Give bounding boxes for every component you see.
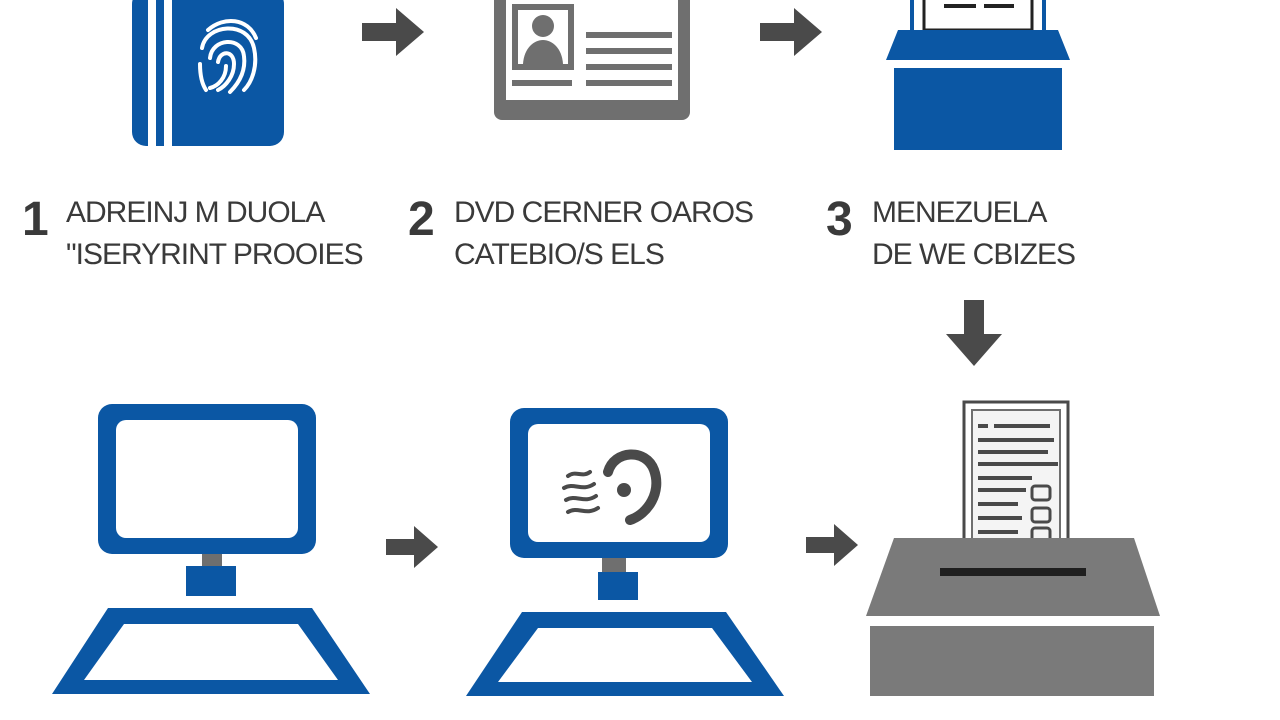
fingerprint-card-icon	[120, 0, 300, 150]
step-2-line-2: CATEBIO/S ELS	[454, 238, 665, 271]
arrow-right-icon	[362, 6, 426, 58]
step-number: 1	[22, 193, 49, 246]
fingerprint-scan-icon	[562, 449, 662, 525]
step-2-label: DVD CERNER OAROS CATEBIO/S ELS	[454, 192, 754, 276]
step-number: 2	[408, 193, 435, 246]
step-3-line-2: DE WE CBIZES	[872, 238, 1076, 271]
computer-fingerprint-scan-icon	[464, 406, 786, 698]
computer-terminal-icon	[50, 402, 372, 698]
step-1-line-2: "ISERYRINT PROOIES	[66, 238, 364, 271]
step-1-line-1: ADREINJ M DUOLA	[66, 196, 325, 229]
step-3-label: MENEZUELA DE WE CBIZES	[872, 192, 1076, 276]
paper-ballot-box-icon	[864, 400, 1164, 700]
arrow-down-icon	[944, 300, 1004, 368]
arrow-right-icon	[386, 524, 440, 570]
step-3-line-1: MENEZUELA	[872, 196, 1047, 229]
arrow-right-icon	[806, 522, 860, 568]
step-2-line-1: DVD CERNER OAROS	[454, 196, 754, 229]
step-1-label: ADREINJ M DUOLA "ISERYRINT PROOIES	[66, 192, 364, 276]
id-card-icon	[494, 0, 690, 122]
ballot-box-icon	[880, 0, 1076, 154]
arrow-right-icon	[760, 6, 824, 58]
step-number: 3	[826, 193, 853, 246]
